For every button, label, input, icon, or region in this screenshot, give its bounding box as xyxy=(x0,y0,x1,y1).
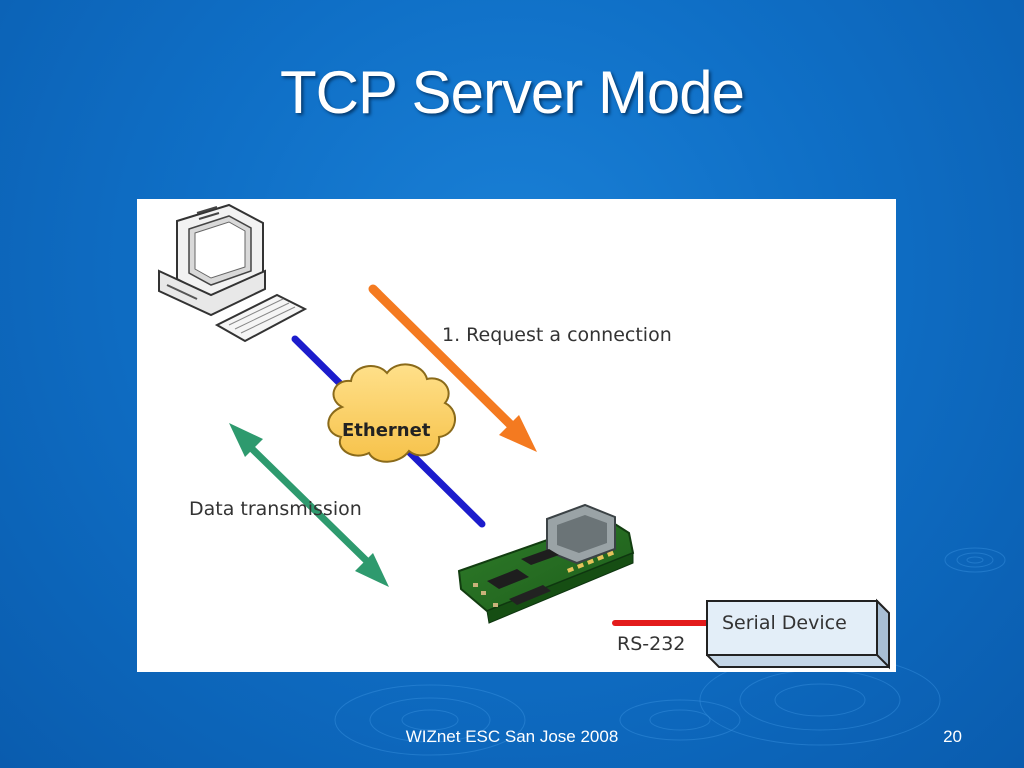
data-transmission-arrow xyxy=(229,423,389,587)
page-number: 20 xyxy=(943,727,962,746)
slide-footer: WIZnet ESC San Jose 2008 xyxy=(405,727,619,746)
tcp-server-diagram: 1. Request a connection Data transmissio… xyxy=(137,199,896,672)
ethernet-label: Ethernet xyxy=(342,420,431,441)
serial-device-label: Serial Device xyxy=(722,612,847,634)
module-board-icon xyxy=(457,503,635,624)
request-arrow xyxy=(368,284,537,452)
serial-device-box xyxy=(706,598,890,670)
slide-title: TCP Server Mode xyxy=(279,59,745,126)
request-connection-label: 1. Request a connection xyxy=(442,324,672,346)
rs232-label: RS-232 xyxy=(617,633,686,655)
computer-icon xyxy=(158,203,308,343)
ethernet-cloud xyxy=(327,363,456,463)
data-transmission-label: Data transmission xyxy=(189,498,362,520)
